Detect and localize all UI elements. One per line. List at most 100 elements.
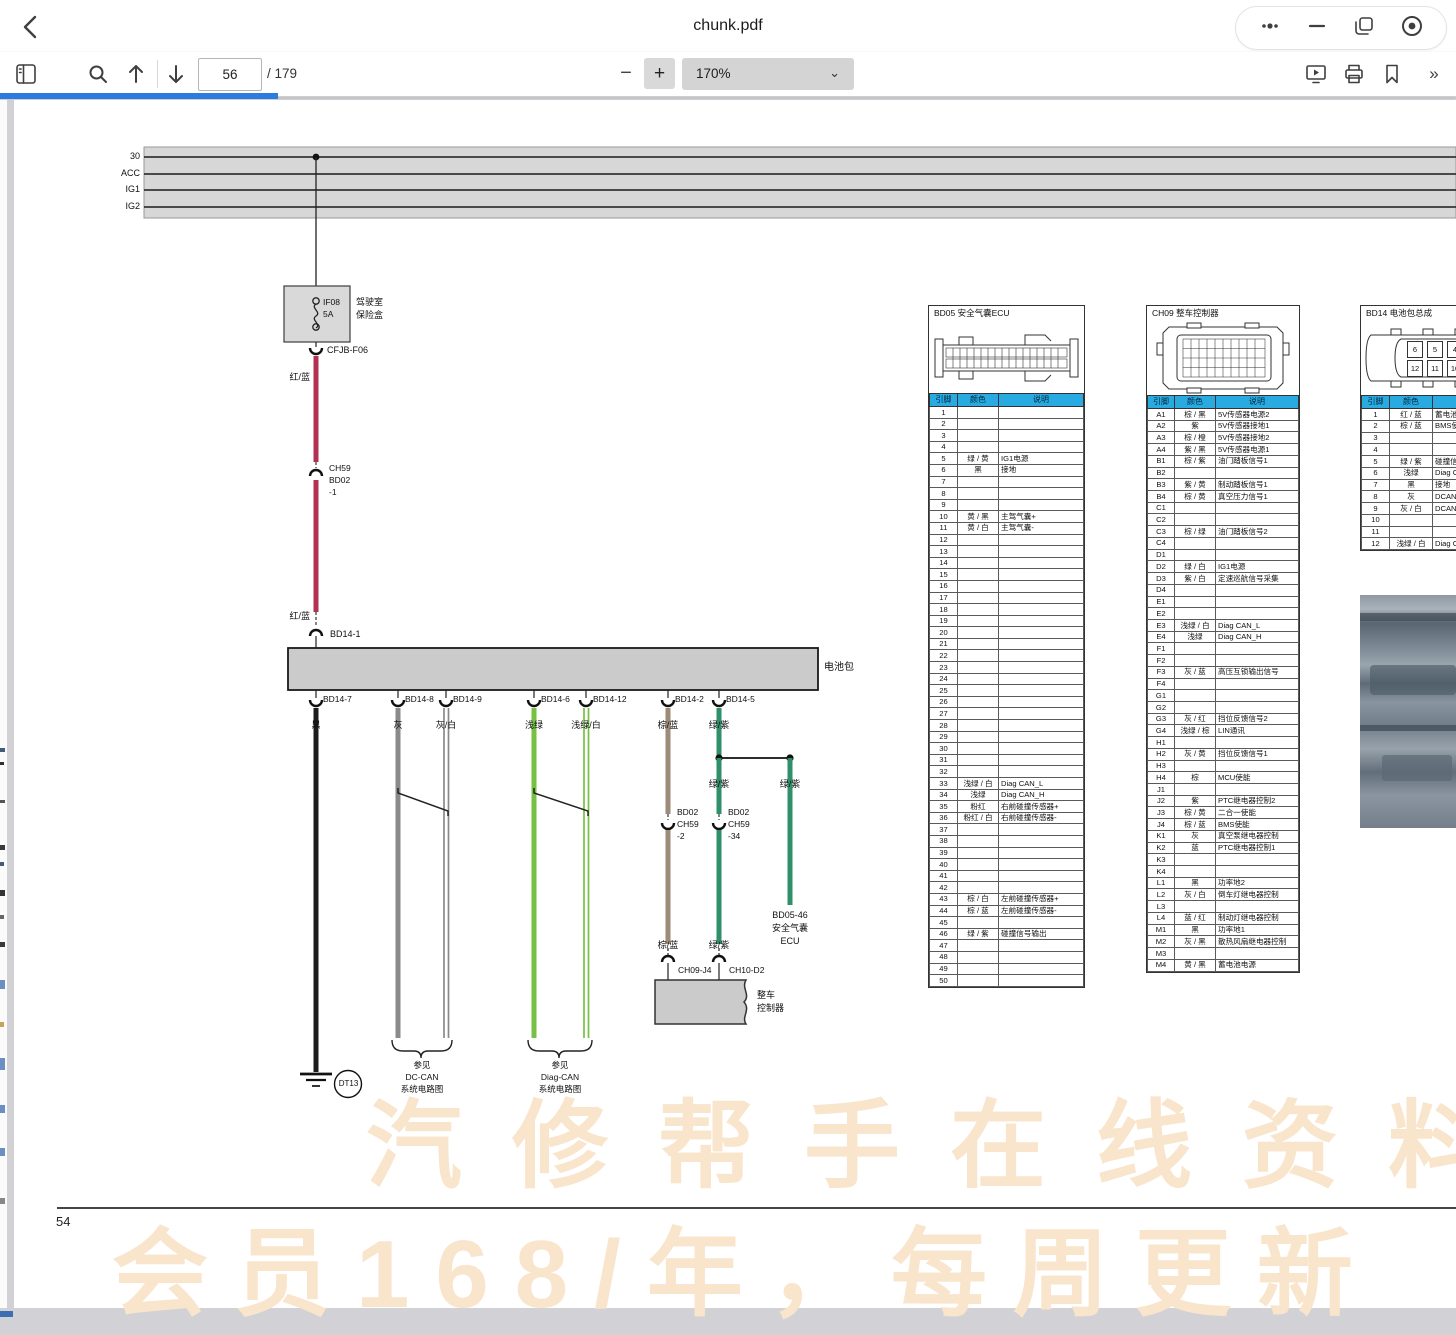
table-row: 17 [930,592,1084,604]
print-button[interactable] [1338,58,1370,90]
color-cell: 紫 / 白 [1175,573,1216,585]
desc-cell [999,743,1084,755]
desc-cell: BMS使能 [1216,819,1299,831]
color-cell: 棕 / 黄 [1175,807,1216,819]
horizontal-scroll-fragment[interactable] [0,1311,13,1317]
desc-cell: 左前碰撞传感器+ [999,893,1084,905]
mid-connector-label: CH59 [677,820,699,829]
color-cell [958,870,999,882]
page-number-input[interactable] [198,58,262,91]
pin-cell: 14 [930,557,958,569]
color-cell: 黑 [1390,479,1433,491]
zoom-level-select[interactable]: 170% ⌄ [682,58,854,90]
color-cell: 灰 [1175,830,1216,842]
desc-cell [1216,678,1299,690]
restore-window-icon[interactable] [1352,14,1376,43]
table-body: 1 2 3 4 5 绿 / 黄 IG1电源 6 黑 [930,407,1084,987]
end-connector-label: CH09-J4 [678,966,712,975]
color-cell [958,685,999,697]
desc-cell [1216,701,1299,713]
color-cell [1175,690,1216,702]
table-row: 42 [930,882,1084,894]
color-cell: 绿 / 黄 [958,453,999,465]
connector-pin-number: 6 [1407,341,1423,358]
fuse-connector-label: CFJB-F06 [327,346,368,355]
table-row: 21 [930,638,1084,650]
previous-page-button[interactable] [120,58,152,90]
desc-cell [1433,432,1456,444]
column-header: 说明 [1433,396,1456,409]
connector-drawing-bd05 [929,321,1084,393]
more-tools-button[interactable]: » [1418,58,1450,90]
desc-cell: PTC继电器控制1 [1216,842,1299,854]
color-cell: 棕 / 蓝 [1175,819,1216,831]
color-cell: 黄 / 白 [958,522,999,534]
color-cell [958,488,999,500]
bookmark-button[interactable] [1376,58,1408,90]
color-cell [958,627,999,639]
desc-cell: 碰撞信号输出 [999,928,1084,940]
color-cell: 棕 / 黄 [1175,491,1216,503]
desc-cell [999,638,1084,650]
zoom-out-button[interactable]: − [611,58,641,89]
pin-table-bd14: BD14 电池包总成 654 121110 引脚 颜色 说明 1 红 / 蓝 [1360,305,1456,551]
desc-cell [1216,737,1299,749]
toolbar-divider [157,60,158,88]
pin-cell: A3 [1148,432,1175,444]
branch-connector-label: BD14-5 [726,695,755,704]
color-cell [1175,537,1216,549]
pin-cell: 9 [1362,503,1390,515]
connector-pin-number: 11 [1427,360,1443,377]
color-cell: 紫 / 黑 [1175,444,1216,456]
table-row: C3 棕 / 绿 油门踏板信号2 [1148,526,1299,538]
connector-pin-row-bottom: 121110 [1407,360,1456,377]
desc-cell [999,720,1084,732]
zoom-in-button[interactable]: + [644,58,675,89]
pin-cell: J1 [1148,784,1175,796]
pin-cell: 18 [930,604,958,616]
color-cell: 黑 [1175,924,1216,936]
color-cell [958,882,999,894]
color-cell: 黄 / 黑 [958,511,999,523]
minimize-icon[interactable] [1305,14,1329,43]
desc-cell [1216,643,1299,655]
color-cell [1175,760,1216,772]
table-row: G1 [1148,690,1299,702]
color-cell: 浅绿 [1175,631,1216,643]
color-cell [1175,549,1216,561]
color-cell: 绿 / 白 [1175,561,1216,573]
sidebar-toggle-button[interactable] [10,58,42,90]
more-options-icon[interactable] [1258,14,1282,43]
color-cell [958,951,999,963]
target-circle-icon[interactable] [1399,13,1425,44]
table-row: 50 [930,975,1084,987]
next-page-button[interactable] [160,58,192,90]
color-cell: 黄 / 黑 [1175,959,1216,971]
color-cell [958,476,999,488]
branch-connector-label: BD14-6 [541,695,570,704]
table-row: 22 [930,650,1084,662]
pin-cell: 47 [930,940,958,952]
pin-cell: 31 [930,754,958,766]
color-cell [958,441,999,453]
table-row: 27 [930,708,1084,720]
table-title: BD05 安全气囊ECU [929,306,1084,321]
color-cell [958,557,999,569]
pin-cell: 12 [930,534,958,546]
pin-cell: 16 [930,580,958,592]
color-cell [1175,866,1216,878]
table-row: 30 [930,743,1084,755]
color-cell [958,720,999,732]
presentation-mode-button[interactable] [1300,58,1332,90]
branch-connector-label: BD14-8 [405,695,434,704]
see-also-label: DC-CAN [382,1073,462,1082]
desc-cell: IG1电源 [1216,561,1299,573]
pin-table-bd05: BD05 安全气囊ECU 引脚 颜色 说明 1 [928,305,1085,988]
desc-cell [999,859,1084,871]
pin-cell: E2 [1148,608,1175,620]
search-button[interactable] [82,58,114,90]
table-row: 2 棕 / 蓝 BMS使能 [1362,420,1456,432]
pin-cell: 39 [930,847,958,859]
desc-cell [1216,690,1299,702]
table-row: 2 [930,418,1084,430]
